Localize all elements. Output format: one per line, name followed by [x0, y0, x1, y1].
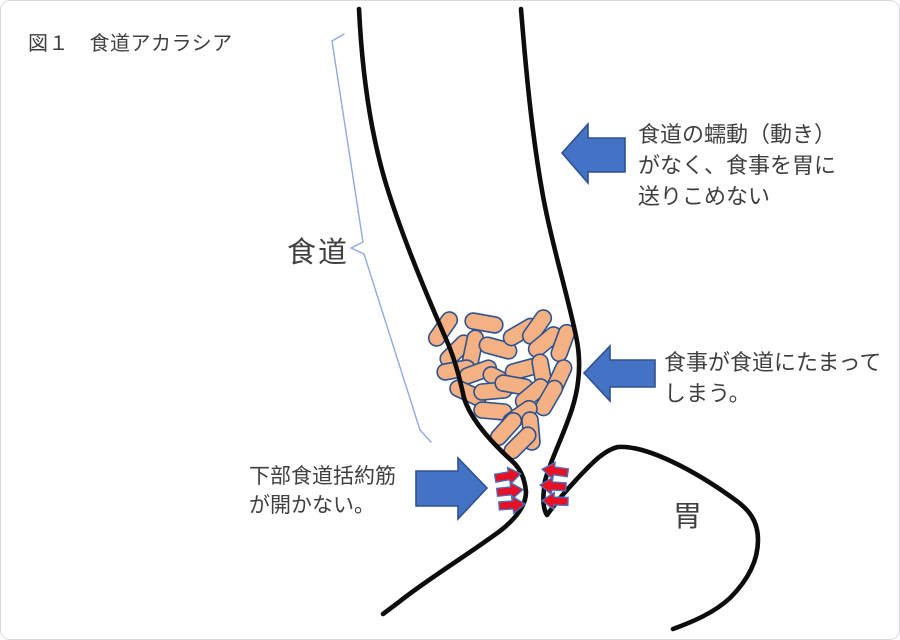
food-pill	[550, 323, 576, 363]
annotation-line: しまう。	[664, 381, 751, 406]
annotation-line: が開かない。	[249, 494, 375, 517]
food-pill	[534, 379, 564, 417]
annotation-line: 下部食道括約筋	[249, 465, 396, 488]
esophagus-left-wall	[356, 6, 529, 617]
annotation-line: 送りこめない	[638, 184, 771, 209]
stasis-arrow-icon	[582, 344, 656, 404]
sphincter-pressure-arrows	[493, 461, 570, 515]
annotation-sphincter: 下部食道括約筋 が開かない。	[249, 462, 396, 520]
peristalsis-arrow-icon	[560, 121, 626, 186]
food-bolus-group	[427, 309, 576, 460]
annotation-line: 食道の蠕動（動き）	[638, 122, 837, 147]
esophagus-bracket-line	[331, 33, 432, 443]
annotation-peristalsis: 食道の蠕動（動き） がなく、食事を胃に 送りこめない	[638, 119, 836, 212]
figure-title: 図１ 食道アカラシア	[28, 33, 233, 55]
pressure-arrow-icon	[540, 491, 569, 511]
annotation-food-stasis: 食事が食道にたまって しまう。	[664, 347, 881, 409]
food-pill	[464, 312, 504, 334]
pressure-arrow-icon	[541, 461, 570, 481]
annotation-line: 食事が食道にたまって	[664, 350, 882, 375]
annotation-line: がなく、食事を胃に	[638, 153, 837, 178]
food-pill	[521, 309, 553, 345]
pressure-arrow-icon	[498, 495, 527, 515]
sphincter-arrow-icon	[415, 456, 489, 522]
pressure-arrow-icon	[538, 476, 567, 496]
pressure-arrow-icon	[493, 466, 522, 486]
pressure-arrow-icon	[495, 481, 525, 501]
stomach-label: 胃	[673, 501, 703, 533]
esophagus-label: 食道	[287, 237, 350, 269]
esophagus-right-wall-and-stomach	[518, 6, 761, 632]
